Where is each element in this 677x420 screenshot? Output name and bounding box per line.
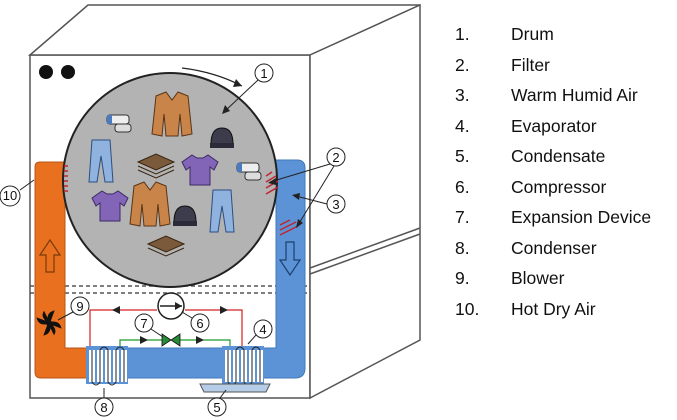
condenser-coil-icon (86, 346, 128, 386)
coat-icon (151, 91, 193, 137)
callout-2: 2 (268, 147, 346, 228)
component-legend: 1.Drum 2.Filter 3.Warm Humid Air 4.Evapo… (455, 24, 651, 329)
legend-item: 2.Filter (455, 54, 550, 75)
svg-text:7: 7 (140, 316, 147, 331)
sock-icon (236, 162, 262, 181)
callout-8: 8 (94, 388, 114, 417)
legend-item: 3.Warm Humid Air (455, 85, 638, 105)
beanie-icon (210, 127, 234, 148)
svg-text:10: 10 (3, 188, 17, 203)
svg-text:1: 1 (260, 66, 267, 81)
folded-cloth-icon (136, 153, 176, 179)
svg-text:5: 5 (213, 400, 220, 415)
fan-icon (36, 310, 62, 336)
up-arrow-icon (38, 238, 62, 273)
folded-cloth-icon (146, 235, 186, 257)
svg-text:6: 6 (196, 316, 203, 331)
beanie-icon (173, 205, 197, 226)
callout-7: 7 (134, 313, 164, 338)
legend-item: 8.Condenser (455, 237, 597, 258)
legend-item: 7.Expansion Device (455, 207, 652, 227)
callout-9: 9 (57, 296, 90, 321)
callout-5: 5 (207, 389, 227, 417)
down-arrow-icon (278, 241, 302, 277)
svg-text:3: 3 (332, 197, 339, 212)
callout-4: 4 (247, 319, 273, 345)
legend-item: 10.Hot Dry Air (455, 298, 596, 319)
callout-1: 1 (222, 63, 274, 114)
legend-item: 1.Drum (455, 24, 554, 44)
legend-item: 9.Blower (455, 268, 565, 288)
legend-item: 5.Condensate (455, 146, 606, 166)
expansion-valve-icon (161, 333, 181, 347)
callout-10: 10 (0, 179, 35, 207)
evaporator-coil-icon (222, 346, 264, 386)
legend-item: 6.Compressor (455, 176, 607, 197)
compressor-icon (157, 292, 185, 320)
coat-icon (129, 181, 171, 227)
svg-text:8: 8 (100, 400, 107, 415)
callout-6: 6 (181, 311, 210, 333)
shirt-icon (181, 154, 219, 186)
condensate-tray (199, 383, 271, 393)
shirt-icon (91, 190, 129, 222)
control-knob-icon (61, 65, 75, 79)
legend-item: 4.Evaporator (455, 115, 597, 136)
callout-3: 3 (292, 193, 346, 214)
svg-text:9: 9 (76, 299, 83, 314)
pants-icon (209, 189, 235, 233)
svg-text:4: 4 (259, 322, 266, 337)
pants-icon (88, 139, 114, 183)
sock-icon (106, 114, 132, 133)
control-knob-icon (39, 65, 53, 79)
svg-text:2: 2 (332, 150, 339, 165)
